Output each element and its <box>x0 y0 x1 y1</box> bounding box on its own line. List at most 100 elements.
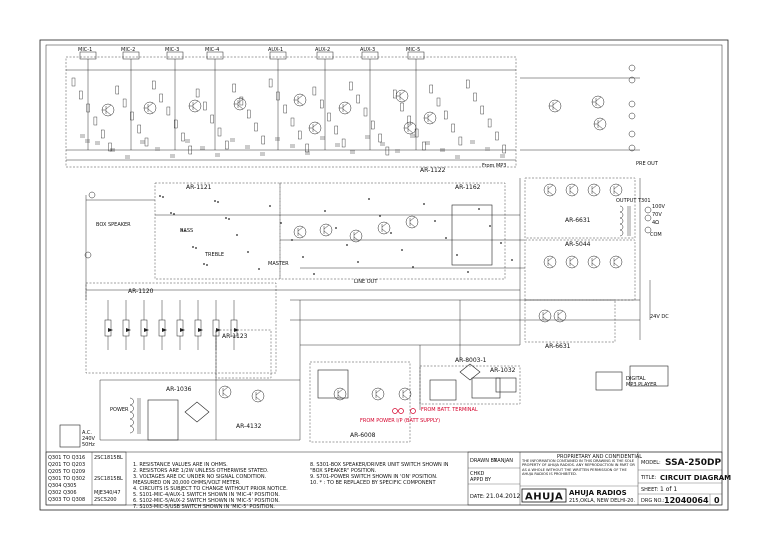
mic-input-labels: MIC-1 MIC-2 MIC-3 MIC-4 AUX-1 AUX-2 AUX-… <box>78 47 420 53</box>
transistor-symbol <box>587 255 601 269</box>
table-cell: Q301 TO Q316 <box>48 455 85 461</box>
ahuja-logo <box>521 488 567 503</box>
ic-block <box>495 377 517 393</box>
transistor-symbol <box>371 387 385 401</box>
components <box>59 51 669 448</box>
table-cell: 2SC5200 <box>94 497 117 503</box>
label-ar1162: AR-1162 <box>455 184 481 191</box>
terminal <box>88 191 96 199</box>
label-ar1120: AR-1120 <box>128 288 154 295</box>
terminal <box>628 100 636 108</box>
transistor-symbol <box>338 101 352 115</box>
ahuja-logo-text: AHUJA <box>525 492 563 503</box>
label-ar8003: AR-8003-1 <box>455 357 487 364</box>
transistor-symbol <box>405 215 419 229</box>
ic-block <box>595 371 623 391</box>
output-transformer-label: OUTPUT T301 <box>616 198 651 204</box>
chkd-label: CHKD <box>470 471 485 477</box>
transistor-symbol <box>543 255 557 269</box>
table-cell: Q201 TO Q203 <box>48 462 85 468</box>
table-cell: 2SC1815BL <box>94 476 123 482</box>
mic-label-2: MIC-2 <box>121 47 135 53</box>
transistor-symbol <box>293 225 307 239</box>
note-line: 7. S103-MIC-5/USB SWITCH SHOWN IN 'MIC-5… <box>133 504 275 510</box>
terminal <box>628 144 636 152</box>
table-cell: Q205 TO Q209 <box>48 469 85 475</box>
proprietary-title: PROPRIETARY AND CONFIDENTIAL <box>557 454 642 460</box>
bridge-rectifier <box>184 401 210 423</box>
master-label: MASTER <box>268 261 289 267</box>
terminal <box>84 251 92 259</box>
note-line: 1. RESISTANCE VALUES ARE IN OHMS. <box>133 462 228 468</box>
title-value: CIRCUIT DIAGRAM <box>660 474 731 482</box>
transistor-symbol <box>218 385 232 399</box>
table-cell: Q302 Q306 <box>48 490 77 496</box>
power-label: POWER <box>110 407 129 413</box>
transistor-symbol <box>101 103 115 117</box>
board-labels: AR-1122 AR-1121 AR-1162 AR-1120 AR-1123 … <box>128 167 591 439</box>
70v-label: 70V <box>652 212 662 218</box>
mic-label-1: MIC-1 <box>78 47 92 53</box>
note-line: 10. * : TO BE REPLACED BY SPECIFIC COMPO… <box>310 480 437 486</box>
table-cell: Q304 Q305 <box>48 483 77 489</box>
table-cell: MJE340/47 <box>94 490 121 496</box>
notes-left: 1. RESISTANCE VALUES ARE IN OHMS.2. RESI… <box>133 462 288 510</box>
power-terminal <box>398 408 404 414</box>
box-speaker-label: BOX SPEAKER <box>96 222 131 228</box>
mic-label-6: AUX-2 <box>315 47 330 53</box>
terminal <box>644 226 652 234</box>
terminal <box>644 214 652 222</box>
transistor-symbol <box>143 101 157 115</box>
transistor-symbol <box>423 111 437 125</box>
proprietary-text: THE INFORMATION CONTAINED IN THIS DRAWIN… <box>522 459 635 476</box>
model-label: MODEL: <box>641 460 661 466</box>
transistor-symbol <box>565 183 579 197</box>
transistor-symbol <box>548 99 562 113</box>
label-ar6008: AR-6008 <box>350 432 376 439</box>
transistor-symbol <box>398 387 412 401</box>
mic-label-5: AUX-1 <box>268 47 283 53</box>
transistor-symbol <box>333 387 347 401</box>
transistor-symbol <box>188 99 202 113</box>
board-outlines <box>65 56 636 443</box>
mic-label-4: MIC-4 <box>205 47 219 53</box>
note-line: 3. VOLTAGES ARE DC UNDER NO SIGNAL CONDI… <box>133 474 267 480</box>
ic-block <box>471 377 501 399</box>
label-ar5044: AR-5044 <box>565 241 591 248</box>
bridge-rectifier <box>459 363 481 381</box>
company-name: AHUJA RADIOS <box>569 489 627 497</box>
treble-label: TREBLE <box>204 252 224 258</box>
dc-24v-label: 24V DC <box>650 314 669 320</box>
label-ar1123: AR-1123 <box>222 333 248 340</box>
transistor-symbol <box>565 255 579 269</box>
from-power-label: FROM POWER I/P (BATT SUPPLY) <box>360 418 440 424</box>
dwg-number: 12040064 <box>664 496 709 505</box>
note-line: 5. S101-MIC-4/AUX-1 SWITCH SHOWN IN 'MIC… <box>133 492 280 498</box>
note-line: 8. S301-BOX SPEAKER/DRIVER UNIT SWITCH S… <box>310 462 449 468</box>
transistor-symbol <box>293 93 307 107</box>
label-ar1032: AR-1032 <box>490 367 516 374</box>
ic-block <box>629 365 669 387</box>
transistor-symbol <box>543 183 557 197</box>
label-ar4132: AR-4132 <box>236 423 262 430</box>
wiring <box>66 59 651 441</box>
label-ar1121: AR-1121 <box>186 184 212 191</box>
transistor-symbol <box>593 117 607 131</box>
label-ar6631-top: AR-6631 <box>565 217 591 224</box>
ic-block <box>59 424 81 448</box>
mic-label-7: AUX-3 <box>360 47 375 53</box>
com-label: COM <box>650 232 662 238</box>
note-line: 9. S701-POWER SWITCH SHOWN IN 'ON' POSIT… <box>310 474 438 480</box>
drawn-by-value: RANJAN <box>494 458 513 464</box>
terminal <box>628 112 636 120</box>
ic-block <box>317 369 349 399</box>
ic-block <box>429 379 457 401</box>
revision: 0 <box>714 496 720 505</box>
mp3-input-label: From MP3 <box>482 163 507 169</box>
